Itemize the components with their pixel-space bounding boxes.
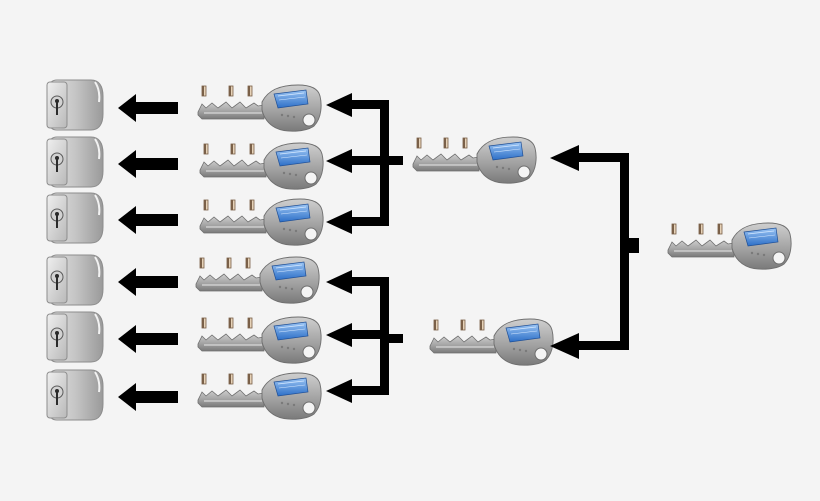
change-key-group	[195, 84, 324, 420]
lock-cylinder-6	[46, 369, 104, 421]
master-key-1	[412, 136, 537, 184]
arrow-to-cylinder-5	[118, 325, 178, 353]
arrow-to-cylinder-2	[118, 150, 178, 178]
lock-cylinder-4	[46, 254, 104, 306]
bracket-master-2	[326, 270, 403, 403]
master-key-2	[429, 318, 554, 366]
cylinder-group	[46, 79, 104, 421]
change-key-5	[197, 316, 322, 364]
lock-cylinder-3	[46, 192, 104, 244]
change-key-2	[199, 142, 324, 190]
master-key-group	[412, 136, 554, 366]
arrows-to-cylinders	[118, 94, 178, 411]
arrow-to-cylinder-3	[118, 206, 178, 234]
change-key-3	[199, 198, 324, 246]
lock-cylinder-1	[46, 79, 104, 131]
arrow-to-cylinder-1	[118, 94, 178, 122]
arrow-to-cylinder-6	[118, 383, 178, 411]
lock-cylinder-5	[46, 311, 104, 363]
bracket-master-1	[326, 93, 403, 234]
change-key-1	[197, 84, 322, 132]
change-key-4	[195, 256, 320, 304]
arrow-to-cylinder-4	[118, 268, 178, 296]
grand-master-key	[667, 222, 792, 270]
lock-cylinder-2	[46, 136, 104, 188]
change-key-6	[197, 372, 322, 420]
bracket-grand-master	[550, 145, 639, 359]
